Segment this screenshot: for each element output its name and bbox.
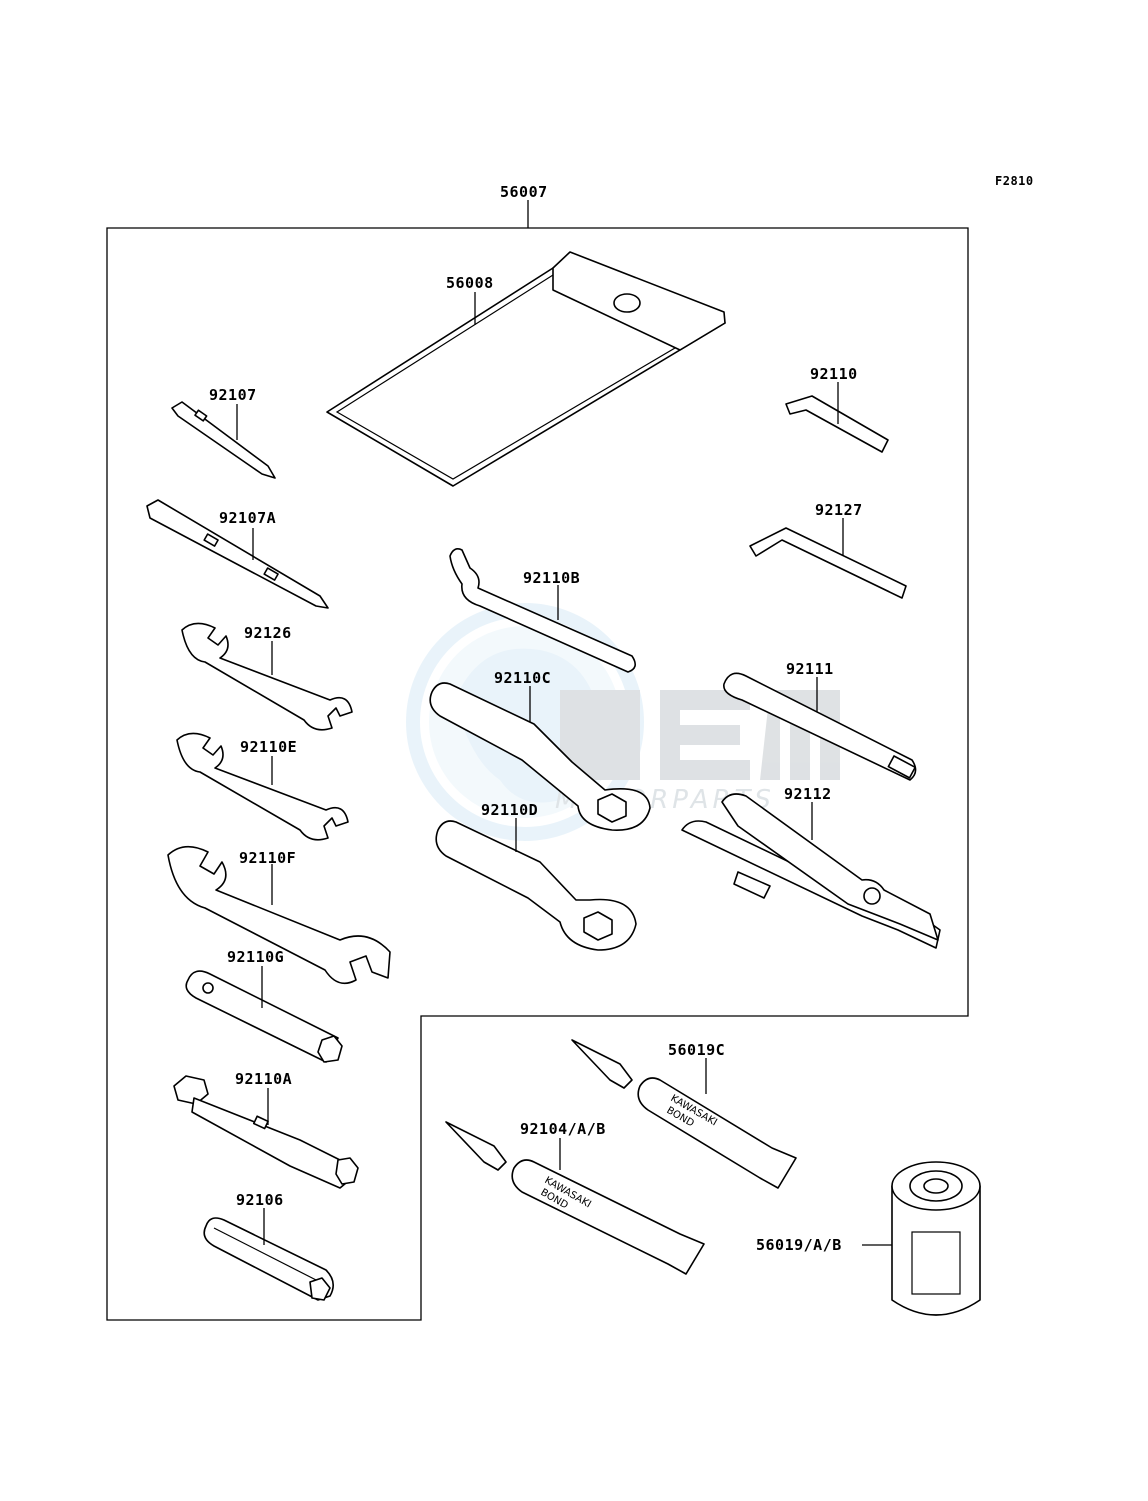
bond-tube-92104: KAWASAKI BOND 92104/A/B bbox=[445, 1120, 705, 1275]
hex-key-large: 92127 bbox=[749, 501, 907, 599]
bond-tube-c: KAWASAKI BOND 56019C bbox=[571, 1039, 797, 1189]
label-56008[interactable]: 56008 bbox=[446, 274, 494, 292]
label-92110f[interactable]: 92110F bbox=[239, 849, 296, 867]
label-56019[interactable]: 56019/A/B bbox=[756, 1236, 842, 1254]
oil-filter: 56019/A/B bbox=[756, 1161, 981, 1316]
box-spanner: 92110G bbox=[185, 948, 343, 1063]
label-92107a[interactable]: 92107A bbox=[219, 509, 276, 527]
label-92110c[interactable]: 92110C bbox=[494, 669, 551, 687]
screwdriver-bit: 92107 bbox=[171, 386, 276, 479]
handle-92106: 92106 bbox=[203, 1191, 334, 1301]
kit-outline bbox=[106, 227, 969, 1321]
socket-92110a: 92110A bbox=[173, 1070, 359, 1189]
label-92126[interactable]: 92126 bbox=[244, 624, 292, 642]
label-92110a[interactable]: 92110A bbox=[235, 1070, 292, 1088]
label-92110g[interactable]: 92110G bbox=[227, 948, 284, 966]
wrench-92126: 92126 bbox=[181, 622, 353, 731]
label-92106[interactable]: 92106 bbox=[236, 1191, 284, 1209]
label-56019c[interactable]: 56019C bbox=[668, 1041, 725, 1059]
extension-bar: 92111 bbox=[723, 660, 917, 781]
label-56007[interactable]: 56007 bbox=[500, 183, 548, 201]
label-92110d[interactable]: 92110D bbox=[481, 801, 538, 819]
label-92107[interactable]: 92107 bbox=[209, 386, 257, 404]
label-92127[interactable]: 92127 bbox=[815, 501, 863, 519]
tool-case: 56008 bbox=[326, 251, 726, 487]
hex-key-small: 92110 bbox=[785, 365, 889, 453]
ring-spanner-c: 92110C bbox=[429, 669, 651, 831]
diagram-code: F2810 bbox=[995, 174, 1034, 188]
ring-spanner-d: 92110D bbox=[435, 801, 637, 951]
label-92104[interactable]: 92104/A/B bbox=[520, 1120, 606, 1138]
screwdriver: 92107A bbox=[146, 499, 329, 609]
pliers: 92112 bbox=[681, 785, 941, 949]
label-92110[interactable]: 92110 bbox=[810, 365, 858, 383]
label-92111[interactable]: 92111 bbox=[786, 660, 834, 678]
label-92110e[interactable]: 92110E bbox=[240, 738, 297, 756]
label-92112[interactable]: 92112 bbox=[784, 785, 832, 803]
hook-wrench: 92110B bbox=[449, 548, 636, 673]
label-92110b[interactable]: 92110B bbox=[523, 569, 580, 587]
wrench-92110f: 92110F bbox=[167, 845, 391, 985]
wrench-92110e: 92110E bbox=[176, 732, 349, 841]
